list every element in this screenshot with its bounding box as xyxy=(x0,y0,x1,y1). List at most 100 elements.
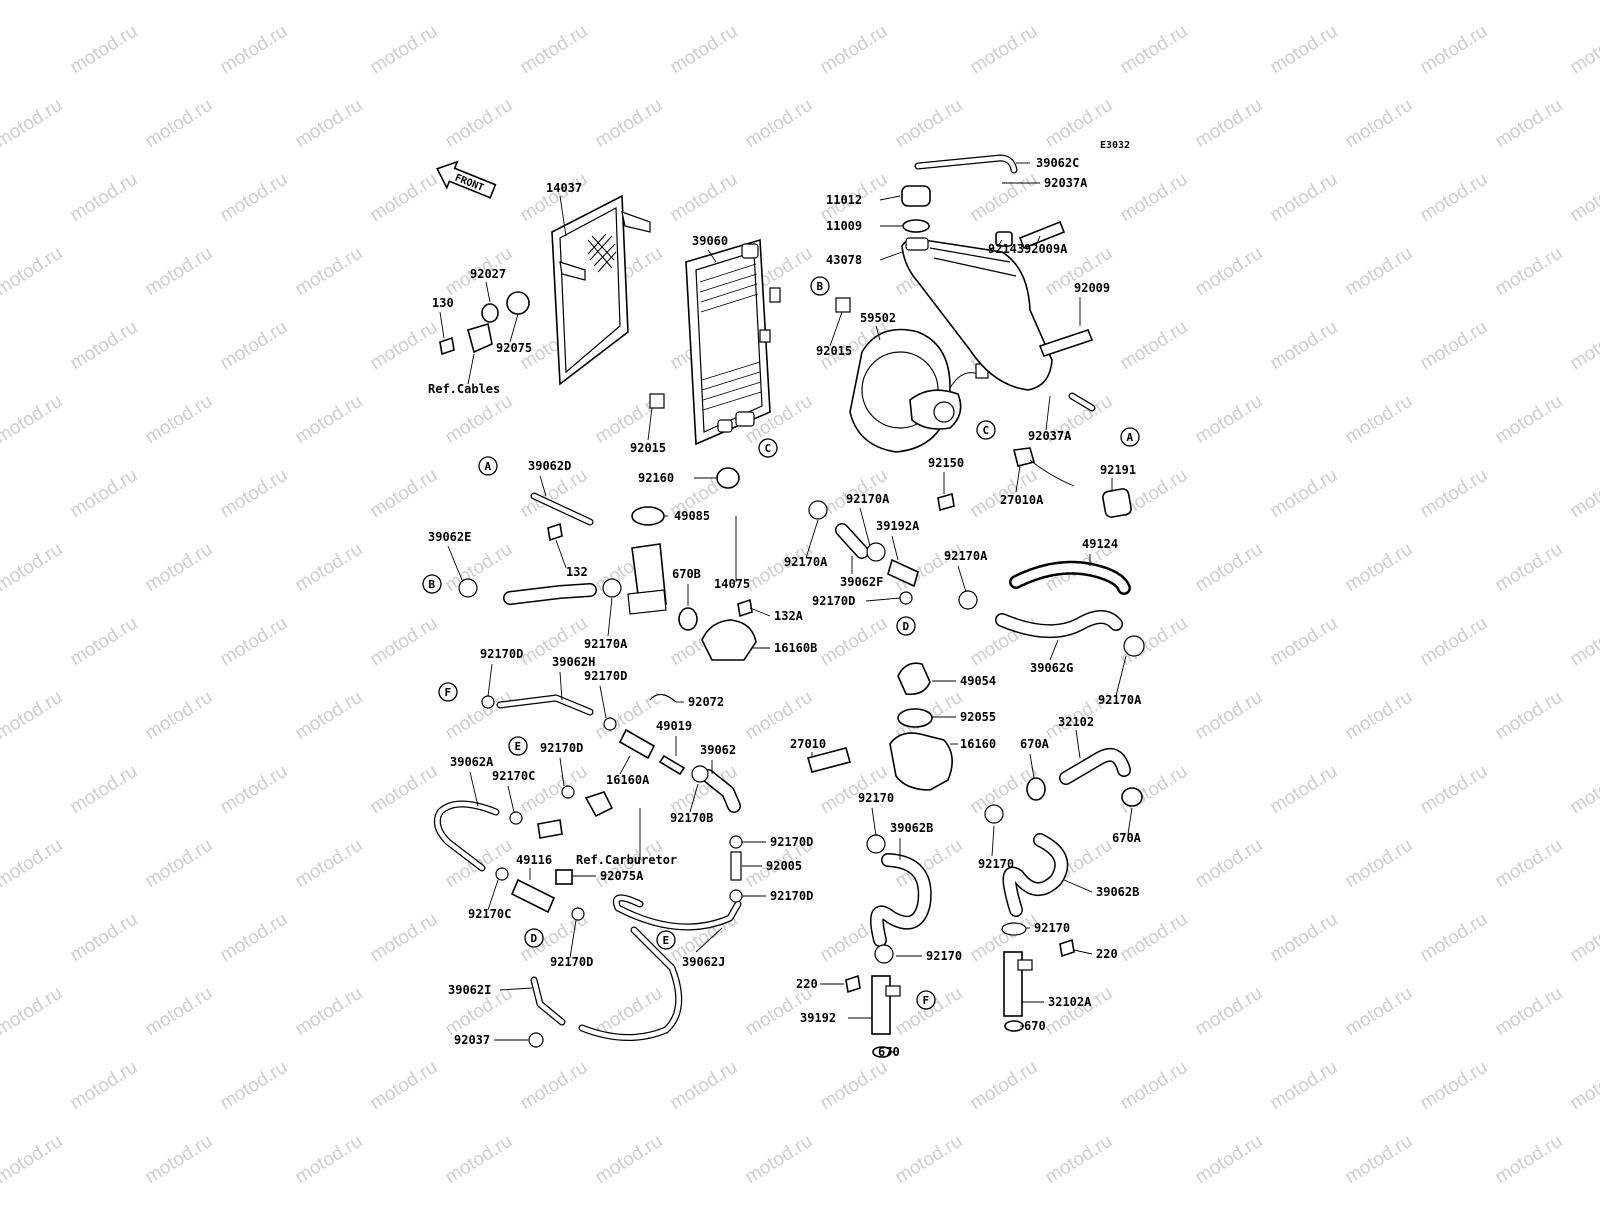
watermark-text: motod.ru xyxy=(1492,1131,1567,1189)
leader-line xyxy=(805,519,819,559)
watermark-text: motod.ru xyxy=(142,835,217,893)
leader-line xyxy=(647,407,653,441)
cooling-fan xyxy=(849,328,989,453)
watermark-text: motod.ru xyxy=(742,687,817,745)
leader-lines xyxy=(439,162,1133,1053)
leader-line xyxy=(469,771,479,807)
watermark-text: motod.ru xyxy=(1567,761,1600,819)
watermark-text: motod.ru xyxy=(517,1057,592,1115)
part-number-label: 132 xyxy=(566,565,588,579)
watermark-text: motod.ru xyxy=(367,613,442,671)
watermark-text: motod.ru xyxy=(1492,983,1567,1041)
part-number-label: 92170B xyxy=(670,811,713,825)
watermark-text: motod.ru xyxy=(667,169,742,227)
leader-line xyxy=(485,281,491,303)
watermark-text: motod.ru xyxy=(517,21,592,79)
leader-line xyxy=(879,251,903,261)
callout-b: B xyxy=(422,574,442,594)
watermark-text: motod.ru xyxy=(292,539,367,597)
watermark-text: motod.ru xyxy=(442,391,517,449)
watermark-text: motod.ru xyxy=(1492,539,1567,597)
watermark-text: motod.ru xyxy=(1492,835,1567,893)
part-number-label: 39062D xyxy=(528,459,571,473)
part-number-label: 92170 xyxy=(1034,921,1070,935)
callout-letter: C xyxy=(983,424,990,437)
watermark-text: motod.ru xyxy=(1117,21,1192,79)
radiator xyxy=(685,238,781,446)
clamp-92170A-right xyxy=(958,590,978,610)
pipe-16160A xyxy=(618,728,656,760)
watermark-text: motod.ru xyxy=(1192,539,1267,597)
clamp-92170B xyxy=(691,765,709,783)
part-number-label: 92170D xyxy=(540,741,583,755)
radiator-shroud xyxy=(551,194,651,386)
callout-e: E xyxy=(508,736,528,756)
clamp-92170D-92005-up xyxy=(729,835,743,849)
hose-39062F xyxy=(835,523,869,559)
watermark-text: motod.ru xyxy=(742,1131,817,1189)
watermark-text: motod.ru xyxy=(817,761,892,819)
leader-line xyxy=(689,783,699,813)
o-ring-670A-left xyxy=(1026,777,1046,801)
part-number-label: 92055 xyxy=(960,710,996,724)
leader-line xyxy=(509,313,519,343)
bolt-220-left xyxy=(845,974,861,994)
part-number-label: 92170D xyxy=(812,594,855,608)
part-number-label: 11009 xyxy=(826,219,862,233)
leader-line xyxy=(695,927,723,953)
grommet-92160 xyxy=(716,467,740,489)
watermark-text: motod.ru xyxy=(1117,169,1192,227)
watermark-text: motod.ru xyxy=(1117,909,1192,967)
leader-line xyxy=(487,663,493,697)
watermark-text: motod.ru xyxy=(1192,391,1267,449)
leader-line xyxy=(1029,753,1035,779)
part-number-label: 92160 xyxy=(638,471,674,485)
callout-d: D xyxy=(896,616,916,636)
part-number-label: 39062C xyxy=(1036,156,1079,170)
watermark-text: motod.ru xyxy=(1342,391,1417,449)
part-number-label: 92170D xyxy=(584,669,627,683)
leader-line xyxy=(1115,655,1127,697)
watermark-text: motod.ru xyxy=(1042,0,1117,4)
part-number-label: 130 xyxy=(432,296,454,310)
watermark-text: motod.ru xyxy=(0,539,66,597)
clip-92015-upper xyxy=(835,297,851,313)
o-ring-670A-right xyxy=(1121,787,1143,807)
watermark-text: motod.ru xyxy=(1192,95,1267,153)
watermark-text: motod.ru xyxy=(367,1057,442,1115)
clamp-92170-left-upper xyxy=(866,834,886,854)
part-number-label: 11012 xyxy=(826,193,862,207)
callout-letter: F xyxy=(445,686,452,699)
hose-39062A xyxy=(433,800,500,872)
part-number-label: 220 xyxy=(796,977,818,991)
diagram-code: E3032 xyxy=(1100,140,1130,151)
watermark-text: motod.ru xyxy=(1342,983,1417,1041)
watermark-text: motod.ru xyxy=(1567,317,1600,375)
leader-line xyxy=(991,825,995,857)
part-number-label: 92170A xyxy=(944,549,988,563)
part-number-label: 670 xyxy=(1024,1019,1046,1033)
leader-line xyxy=(569,919,577,959)
watermark-text: motod.ru xyxy=(0,0,66,4)
leader-line xyxy=(559,195,567,237)
callout-d: D xyxy=(524,928,544,948)
cap-11012 xyxy=(901,185,931,207)
watermark-text: motod.ru xyxy=(1192,835,1267,893)
watermark-text: motod.ru xyxy=(1417,465,1492,523)
watermark-text: motod.ru xyxy=(1492,243,1567,301)
part-number-label: 39192A xyxy=(876,519,920,533)
hose-39062E xyxy=(503,583,597,605)
part-number-label: 49085 xyxy=(674,509,710,523)
watermark-text: motod.ru xyxy=(1492,687,1567,745)
part-number-label: 92027 xyxy=(470,267,506,281)
leader-line xyxy=(539,475,547,497)
pipe-39192 xyxy=(871,975,901,1035)
bushing-92075 xyxy=(506,291,530,315)
clamp-92170D-92005-down xyxy=(729,889,743,903)
watermark-text: motod.ru xyxy=(292,835,367,893)
watermark-text: motod.ru xyxy=(367,909,442,967)
part-number-label: 39062B xyxy=(1096,885,1139,899)
clamp-92170-right-lower xyxy=(1001,922,1027,936)
fitting-carb-lower xyxy=(537,819,563,839)
part-number-label: 16160B xyxy=(774,641,817,655)
